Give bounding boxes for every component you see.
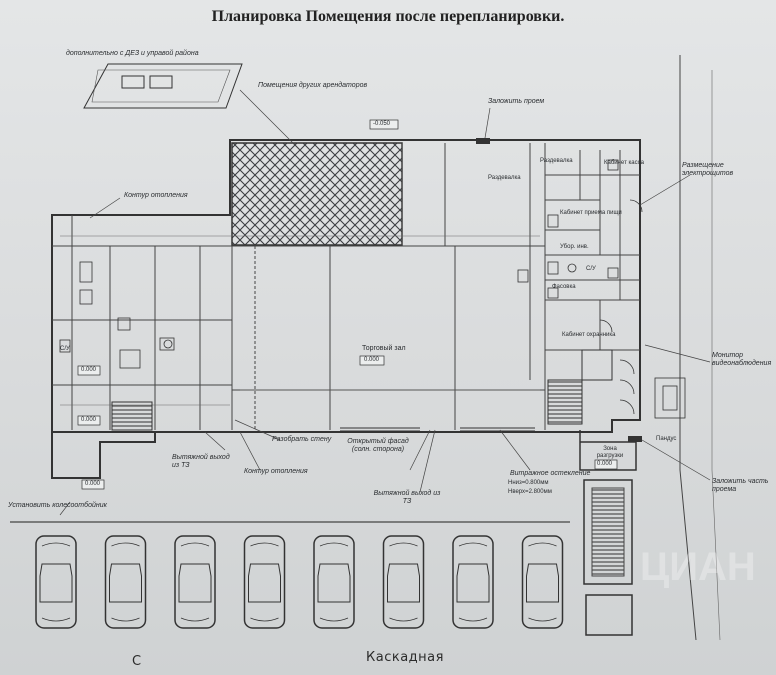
heating-contour-top-label: Контур отопления [124, 192, 188, 199]
leader-lines [59, 89, 711, 516]
stairs-right [547, 379, 583, 425]
changing-room-mid-label: Раздевалка [488, 175, 521, 181]
parking-car [382, 535, 425, 629]
approval-stamp [83, 63, 243, 109]
top-note-label: дополнительно с ДЕЗ и управой района [66, 50, 199, 57]
wc-right-label: С/У [586, 266, 596, 272]
ramp-label: Пандус [656, 436, 677, 442]
elevation-unload: 0.000 [597, 461, 613, 467]
parking-car [452, 535, 494, 629]
watermark-cian: ЦИАН [640, 545, 756, 589]
close-opening-label: Заложить проем [488, 98, 545, 105]
parking-car [243, 535, 286, 629]
demolish-wall-label: Разобрать стену [272, 436, 332, 443]
exhaust-left-label: Вытяжной выход из ТЗ [172, 454, 230, 469]
open-facade-label: Открытый фасад (солн. сторона) [347, 438, 409, 453]
glazing-height-low: Нниз=0.800мм [508, 480, 549, 486]
close-opening-part-label: Заложить часть проема [712, 478, 769, 493]
elevation-left-1: 0.000 [81, 367, 97, 373]
ramp-stripes [591, 487, 625, 577]
dining-room-label: Кабинет приема пищи [560, 210, 622, 216]
parking-car [35, 535, 77, 629]
corner-letter: С [132, 654, 142, 669]
door-swings [599, 199, 643, 415]
sales-hall-label: Торговый зал [362, 345, 406, 352]
exhaust-right-label: Вытяжной выход из ТЗ [373, 490, 441, 505]
stairs-left [111, 401, 153, 431]
parking-car [521, 535, 564, 629]
elevation-bottom-left: 0.000 [85, 481, 101, 487]
elevation-top: -0.050 [373, 121, 391, 127]
parking-car [174, 535, 216, 629]
elevation-hall: 0.000 [364, 357, 380, 363]
heating-contour-bottom-label: Контур отопления [244, 468, 308, 475]
parking-car [313, 535, 355, 629]
property-boundary-line [679, 55, 697, 641]
elevation-boxes [77, 119, 618, 490]
plan-title: Планировка Помещения после перепланировк… [211, 8, 565, 25]
cctv-monitor-label: Монитор видеонаблюдения [712, 352, 772, 367]
building-outline [51, 139, 641, 479]
electric-panels-label: Размещение электрощитов [682, 162, 734, 177]
closed-opening-bottom [628, 436, 642, 442]
cleaning-room-label: Убор. инв. [560, 244, 589, 250]
closed-opening-top [476, 138, 490, 144]
changing-room-top-label: Раздевалка [540, 158, 573, 164]
packing-room-label: Фасовка [552, 284, 576, 290]
facade-glazing [340, 427, 535, 432]
parking-cars [35, 535, 564, 629]
guard-room-label: Кабинет охранника [562, 332, 616, 338]
unloading-zone-label: Зона разгрузки [596, 446, 624, 459]
other-tenants-area [231, 142, 403, 246]
sanitary-fixtures [59, 159, 686, 419]
street-name: Каскадная [366, 650, 444, 665]
glazing-height-high: Нверх=2.800мм [508, 489, 552, 495]
glazing-label: Витражное остекление [510, 470, 591, 477]
parking-car [104, 535, 147, 629]
unloading-zone-outline [579, 430, 637, 636]
vestibule [581, 349, 613, 381]
wc-left-label: С/У [60, 346, 70, 352]
wheelstop-label: Установить колесоотбойник [8, 502, 107, 509]
property-boundary-line-2 [711, 70, 721, 641]
cash-room-label: Кабинет касса [604, 160, 644, 166]
elevation-left-2: 0.000 [81, 417, 97, 423]
other-tenants-label: Помещения других арендаторов [258, 82, 368, 89]
